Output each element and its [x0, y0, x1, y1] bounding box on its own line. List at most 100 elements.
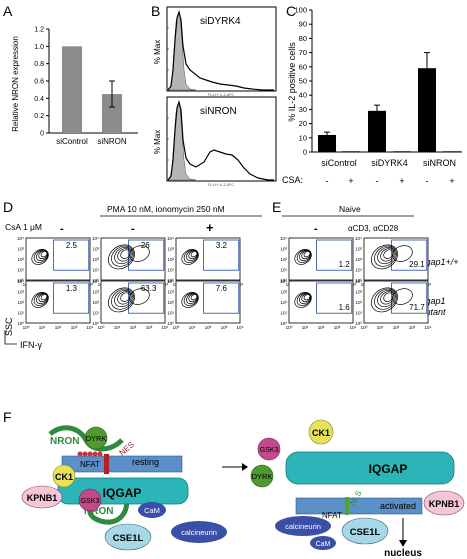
phospho-dot	[77, 451, 83, 457]
panel-a-ytick-label: 0.8	[34, 61, 44, 68]
flow-ytick-label: 10⁴	[92, 279, 99, 284]
panel-c-csa-sign: -	[426, 176, 429, 186]
flow-contour	[303, 251, 311, 258]
panel-a-ytick-label: 0.2	[34, 113, 44, 120]
panel-c-ytick-label: 30	[299, 105, 307, 114]
iqgap-right-label: IQGAP	[369, 462, 408, 476]
flow-xtick-label: 10³	[334, 325, 341, 330]
panel-c-bar	[443, 151, 461, 153]
panel-c-ylabel: % IL-2 positive cells	[287, 42, 297, 122]
panel-c-csa-sign: +	[399, 176, 404, 186]
flow-contour	[392, 288, 413, 305]
panel-e-header: Naive - αCD3, αCD28 Iqgap1+/+ Iqgap1 mut…	[282, 204, 459, 317]
ck1-left	[52, 464, 76, 488]
flow-ytick-label: 10²	[17, 300, 24, 305]
flow-contour	[129, 245, 150, 262]
nes-box	[104, 454, 109, 474]
flow-ytick-label: 10¹	[280, 268, 287, 273]
flow-contour	[40, 294, 48, 301]
transition-arrowhead	[242, 463, 248, 471]
flow-ytick-label: 10¹	[167, 311, 174, 316]
cam-left	[138, 502, 166, 518]
flow-contour	[120, 292, 131, 302]
flow-ytick-label: 10²	[92, 300, 99, 305]
flow-xtick-label: 10⁴	[425, 325, 432, 330]
flow-ytick-label: 10⁰	[280, 278, 287, 283]
dyrk-right-label: DYRK	[252, 472, 273, 481]
flow-contour	[380, 291, 395, 305]
panel-c-csa-sign: +	[348, 176, 353, 186]
flow-ytick-label: 10³	[355, 290, 362, 295]
panel-b-title-top: siDYRK4	[200, 16, 241, 27]
phospho-dot	[97, 451, 103, 457]
panel-d-stim-label: PMA 10 nM, ionomycin 250 nM	[107, 204, 225, 214]
flow-plot-frame	[363, 237, 429, 281]
panel-b-histograms: siDYRK4 siNRON % Max % Max FL4-H: IL-2-A…	[153, 6, 277, 187]
flow-xtick-label: 10⁴	[237, 325, 244, 330]
panel-a-ytick-label: 1.0	[34, 44, 44, 51]
flow-plot-frame	[288, 237, 354, 281]
cse1l-left-label: CSE1L	[113, 533, 144, 544]
flow-gate	[203, 239, 240, 271]
resting-label: resting	[132, 457, 159, 467]
panel-e-header-label: Naive	[339, 204, 361, 214]
panel-c-csa-label: CSA:	[282, 175, 303, 185]
flow-plot-frame	[363, 280, 429, 324]
flow-gate-value: 1.3	[66, 284, 78, 293]
flow-ytick-label: 10⁴	[167, 236, 174, 241]
flow-xtick-label: 10¹	[302, 325, 309, 330]
flow-xtick-label: 10²	[55, 325, 62, 330]
flow-xtick-label: 10¹	[377, 325, 384, 330]
panel-e-row-label-2b: mutant	[418, 307, 446, 317]
flow-xtick-label: 10²	[393, 325, 400, 330]
gsk3-right-label: GSK3	[260, 447, 279, 454]
nucleus-label: nucleus	[384, 548, 422, 559]
flow-contour	[383, 292, 394, 302]
flow-plot-frame	[175, 237, 241, 281]
panel-c-ytick-label: 50	[299, 77, 307, 86]
panel-d-axis-arrow	[4, 330, 17, 345]
flow-gate	[316, 239, 353, 271]
flow-plot-frame	[175, 280, 241, 324]
flow-ytick-label: 10⁰	[17, 321, 24, 326]
dyrk-right	[250, 464, 274, 488]
panel-label-f: F	[3, 409, 12, 425]
panel-a-chart: Relative NRON expression 00.20.40.60.81.…	[11, 27, 138, 146]
panel-b-bottom-sample-histogram	[167, 99, 274, 181]
flow-gate-value: 63.3	[141, 284, 157, 293]
flow-ytick-label: 10⁴	[92, 236, 99, 241]
iqgap-left-label: IQGAP	[103, 486, 142, 500]
panel-c-category-label: siControl	[321, 158, 357, 168]
panel-b-top-sample-histogram	[167, 9, 274, 91]
flow-xtick-label: 10¹	[39, 325, 46, 330]
flow-gate-value: 1.6	[339, 303, 351, 312]
flow-ytick-label: 10³	[167, 247, 174, 252]
flow-xtick-label: 10⁰	[23, 325, 30, 330]
cam-right	[310, 536, 336, 550]
flow-ytick-label: 10³	[17, 247, 24, 252]
flow-ytick-label: 10²	[355, 257, 362, 262]
dyrk-left-label: DYRK	[86, 434, 107, 443]
flow-ytick-label: 10⁴	[280, 236, 287, 241]
flow-xtick-label: 10⁰	[286, 325, 293, 330]
flow-ytick-label: 10⁰	[355, 278, 362, 283]
flow-contour	[117, 248, 132, 262]
panel-d-header: PMA 10 nM, ionomycin 250 nM CsA 1 μM - -…	[4, 204, 262, 350]
ck1-left-label: CK1	[55, 472, 73, 482]
cam-left-label: CaM	[144, 506, 160, 515]
flow-gate	[391, 239, 428, 271]
flow-gate	[53, 239, 90, 271]
panel-c-chart: % IL-2 positive cells CSA: 0102030405060…	[282, 6, 462, 186]
flow-gate-value: 1.2	[339, 260, 351, 269]
panel-a-category-label: siNRON	[97, 137, 127, 146]
nfat-bar-left	[61, 455, 183, 473]
flow-xtick-label: 10³	[221, 325, 228, 330]
panel-c-ytick-label: 90	[299, 20, 307, 29]
kpnb1-left-label: KPNB1	[27, 493, 58, 503]
panel-c-ytick-label: 70	[299, 48, 307, 57]
flow-gate	[128, 282, 165, 314]
flow-ytick-label: 10²	[17, 257, 24, 262]
panel-e-sign-1: -	[314, 223, 318, 235]
flow-ytick-label: 10³	[17, 290, 24, 295]
